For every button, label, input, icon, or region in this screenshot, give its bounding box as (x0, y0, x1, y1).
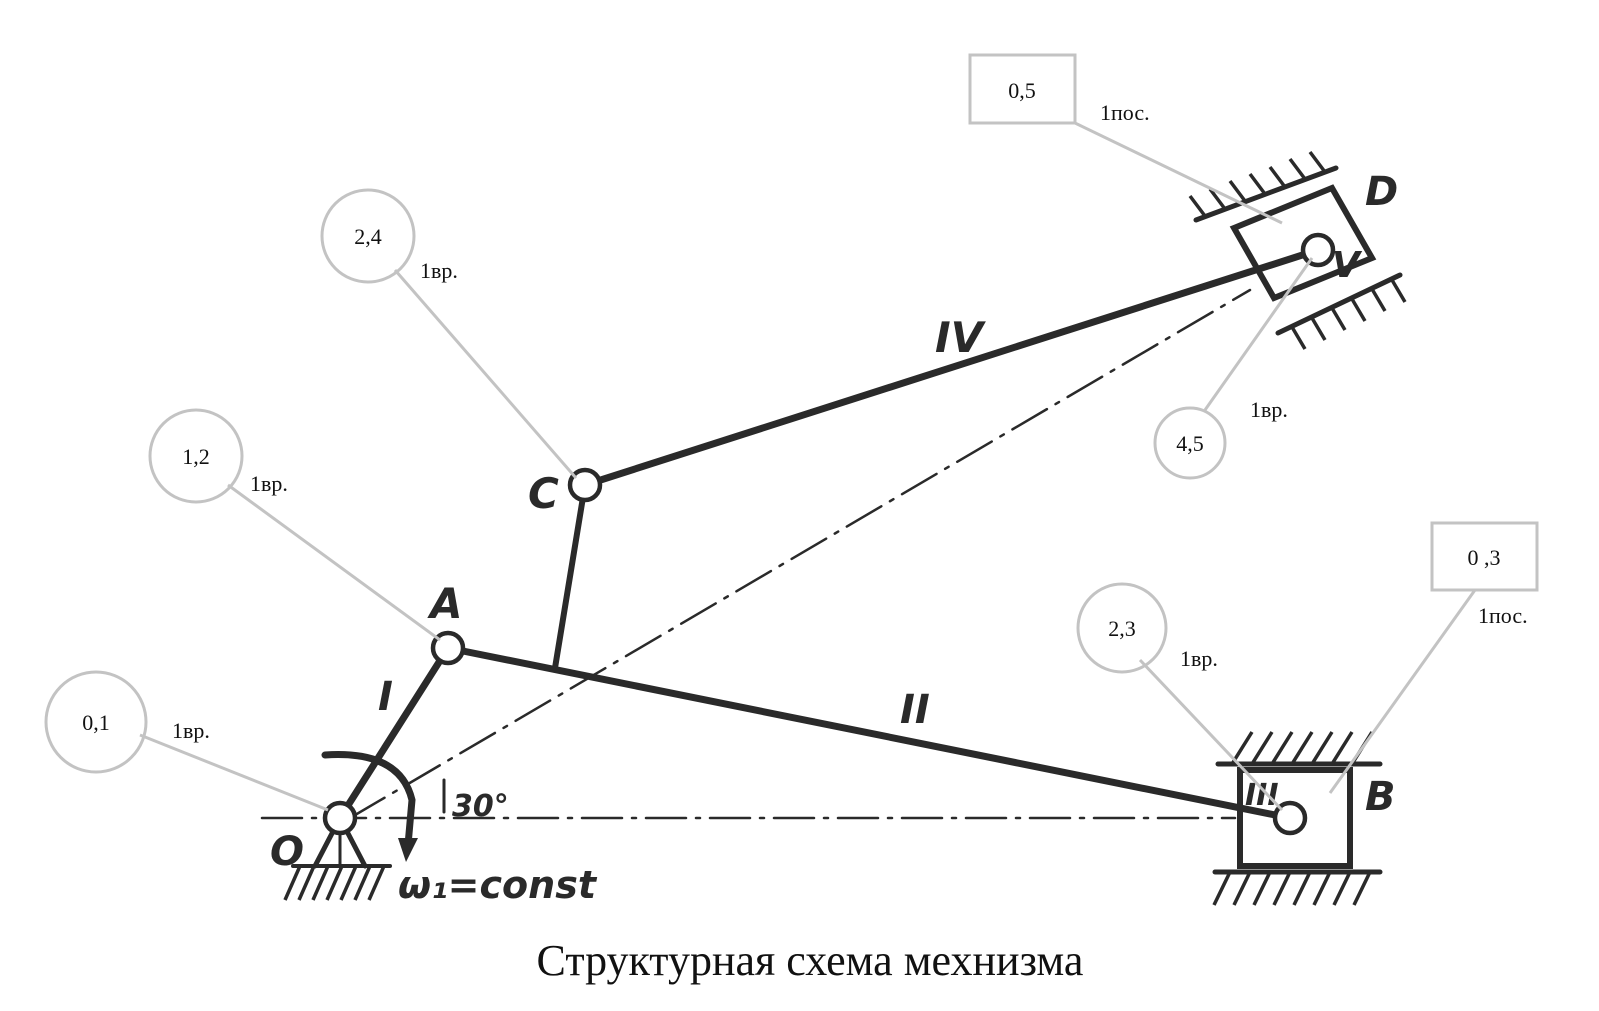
svg-text:2,3: 2,3 (1108, 616, 1136, 641)
point-label-c: C (528, 469, 559, 518)
svg-text:1вр.: 1вр. (1250, 397, 1288, 422)
pair-callout-4-5: 4,5 1вр. (1153, 257, 1314, 480)
link-1 (336, 644, 452, 822)
svg-text:1,2: 1,2 (182, 444, 210, 469)
omega-label: ω₁=const (398, 863, 598, 907)
svg-text:1вр.: 1вр. (172, 718, 210, 743)
pair-callout-0-3: 0 ,3 1пос. (1328, 521, 1539, 794)
diagram-caption: Структурная схема мехнизма (537, 936, 1084, 985)
pair-callout-1-2: 1,2 1вр. (148, 408, 441, 642)
point-label-o: O (270, 829, 304, 875)
svg-text:0,5: 0,5 (1008, 78, 1036, 103)
rotation-arrow (321, 751, 416, 849)
svg-text:0,1: 0,1 (82, 710, 110, 735)
svg-text:1пос.: 1пос. (1478, 603, 1528, 628)
svg-text:1вр.: 1вр. (1180, 646, 1218, 671)
link-2 (444, 644, 1294, 822)
svg-text:1пос.: 1пос. (1100, 100, 1150, 125)
svg-text:0 ,3: 0 ,3 (1468, 545, 1501, 570)
link-label-2: II (900, 687, 930, 733)
joint-b (1272, 800, 1308, 836)
svg-text:1вр.: 1вр. (250, 471, 288, 496)
angle-label: 30° (452, 789, 509, 824)
point-label-d: D (1365, 169, 1398, 215)
point-label-b: B (1365, 774, 1396, 820)
link-label-1: I (378, 674, 393, 720)
svg-text:2,4: 2,4 (354, 224, 382, 249)
pair-callout-2-4: 2,4 1вр. (320, 188, 578, 479)
link-label-5: V (1332, 245, 1363, 286)
rotation-arrowhead (398, 838, 418, 862)
link-label-3: III (1245, 778, 1279, 813)
joint-a (430, 630, 466, 666)
joint-o (322, 800, 358, 836)
svg-text:1вр.: 1вр. (420, 258, 458, 283)
link-4 (581, 246, 1322, 489)
link-2-arm (552, 482, 588, 671)
pair-callout-0-1: 0,1 1вр. (44, 670, 329, 812)
pair-callout-2-3: 2,3 1вр. (1076, 582, 1284, 812)
pair-callout-0-5: 0,5 1пос. (968, 53, 1283, 225)
joint-d (1300, 232, 1336, 268)
slider-d (1188, 150, 1407, 350)
diagonal-axis-line (348, 288, 1252, 820)
joint-c (567, 467, 603, 503)
point-label-a: A (427, 579, 463, 628)
svg-text:4,5: 4,5 (1176, 431, 1204, 456)
link-label-4: IV (935, 313, 987, 362)
